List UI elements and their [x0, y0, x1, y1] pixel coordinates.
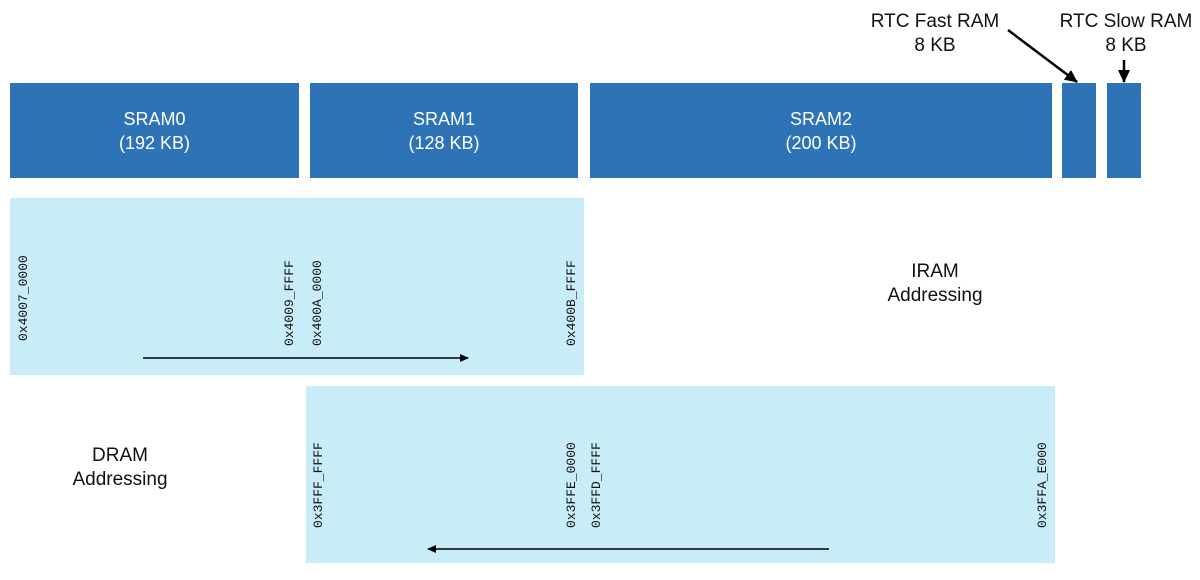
sram1-name: SRAM1	[412, 108, 475, 129]
iram-region	[10, 198, 584, 375]
sram2-name: SRAM2	[789, 108, 852, 129]
rtc-slow-name: RTC Slow RAM	[1059, 11, 1193, 32]
rtc-fast-pointer-arrow	[1007, 29, 1078, 83]
rtc-fast-size: 8 KB	[914, 35, 956, 56]
iram-caption: IRAM Addressing	[860, 260, 1010, 308]
rtc-fast-block	[1062, 83, 1096, 178]
iram-caption-line1: IRAM	[911, 261, 959, 282]
dram-caption-line1: DRAM	[92, 445, 148, 466]
sram2-block: SRAM2 (200 KB)	[590, 83, 1052, 178]
sram0-block: SRAM0 (192 KB)	[10, 83, 299, 178]
dram-caption-line2: Addressing	[72, 469, 168, 490]
rtc-fast-label: RTC Fast RAM 8 KB	[862, 10, 1008, 58]
iram-caption-line2: Addressing	[887, 285, 983, 306]
sram1-size: (128 KB)	[408, 132, 480, 153]
rtc-fast-name: RTC Fast RAM	[870, 11, 1000, 32]
rtc-slow-size: 8 KB	[1105, 35, 1147, 56]
rtc-slow-label: RTC Slow RAM 8 KB	[1052, 10, 1200, 58]
sram2-size: (200 KB)	[785, 132, 857, 153]
rtc-slow-block	[1107, 83, 1141, 178]
dram-region	[306, 386, 1055, 563]
sram1-block: SRAM1 (128 KB)	[310, 83, 578, 178]
sram0-size: (192 KB)	[118, 132, 191, 153]
sram0-name: SRAM0	[123, 108, 186, 129]
dram-caption: DRAM Addressing	[45, 444, 195, 492]
